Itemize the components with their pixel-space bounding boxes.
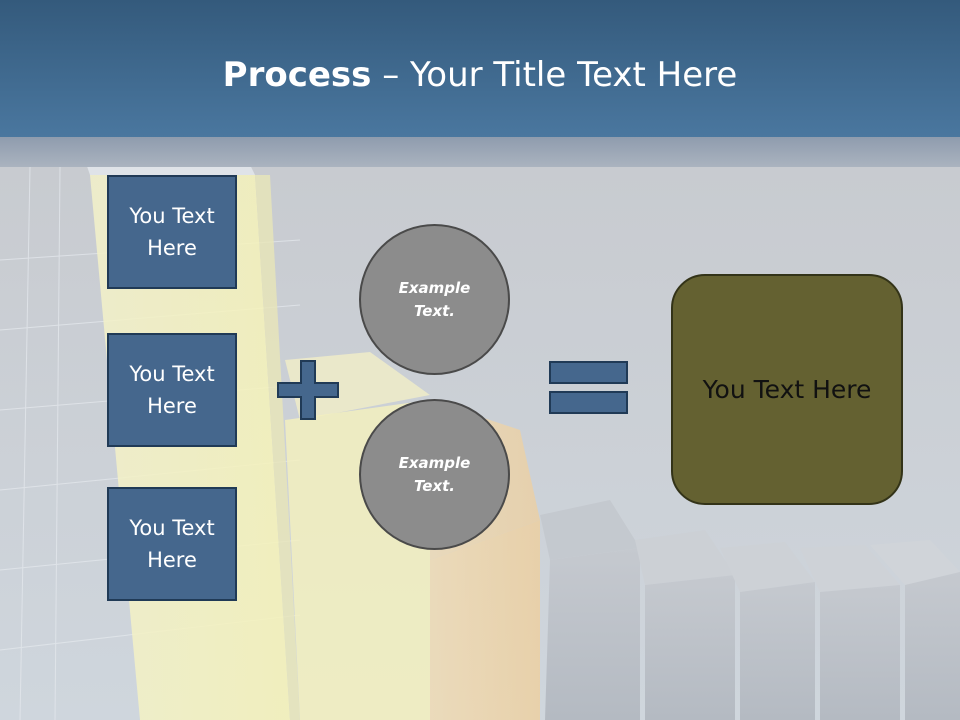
title-separator: –: [371, 55, 411, 95]
title-bold: Process: [222, 55, 372, 95]
operand-circle-1[interactable]: Example Text.: [359, 224, 510, 375]
title-rest: Your Title Text Here: [410, 55, 738, 95]
title-bar-strip: [0, 137, 960, 167]
input-box-3[interactable]: You Text Here: [107, 487, 237, 601]
title-bar: [0, 0, 960, 137]
input-box-1[interactable]: You Text Here: [107, 175, 237, 289]
input-box-label: You Text Here: [129, 204, 215, 260]
slide-title: Process – Your Title Text Here: [0, 48, 960, 102]
plus-icon: [277, 360, 339, 420]
operand-circle-label: Example Text.: [398, 278, 471, 320]
input-box-label: You Text Here: [129, 516, 215, 572]
result-label: You Text Here: [702, 375, 872, 404]
input-box-2[interactable]: You Text Here: [107, 333, 237, 447]
equals-icon: [549, 361, 628, 414]
operand-circle-2[interactable]: Example Text.: [359, 399, 510, 550]
result-box[interactable]: You Text Here: [671, 274, 903, 505]
operand-circle-label: Example Text.: [398, 453, 471, 495]
input-box-label: You Text Here: [129, 362, 215, 418]
